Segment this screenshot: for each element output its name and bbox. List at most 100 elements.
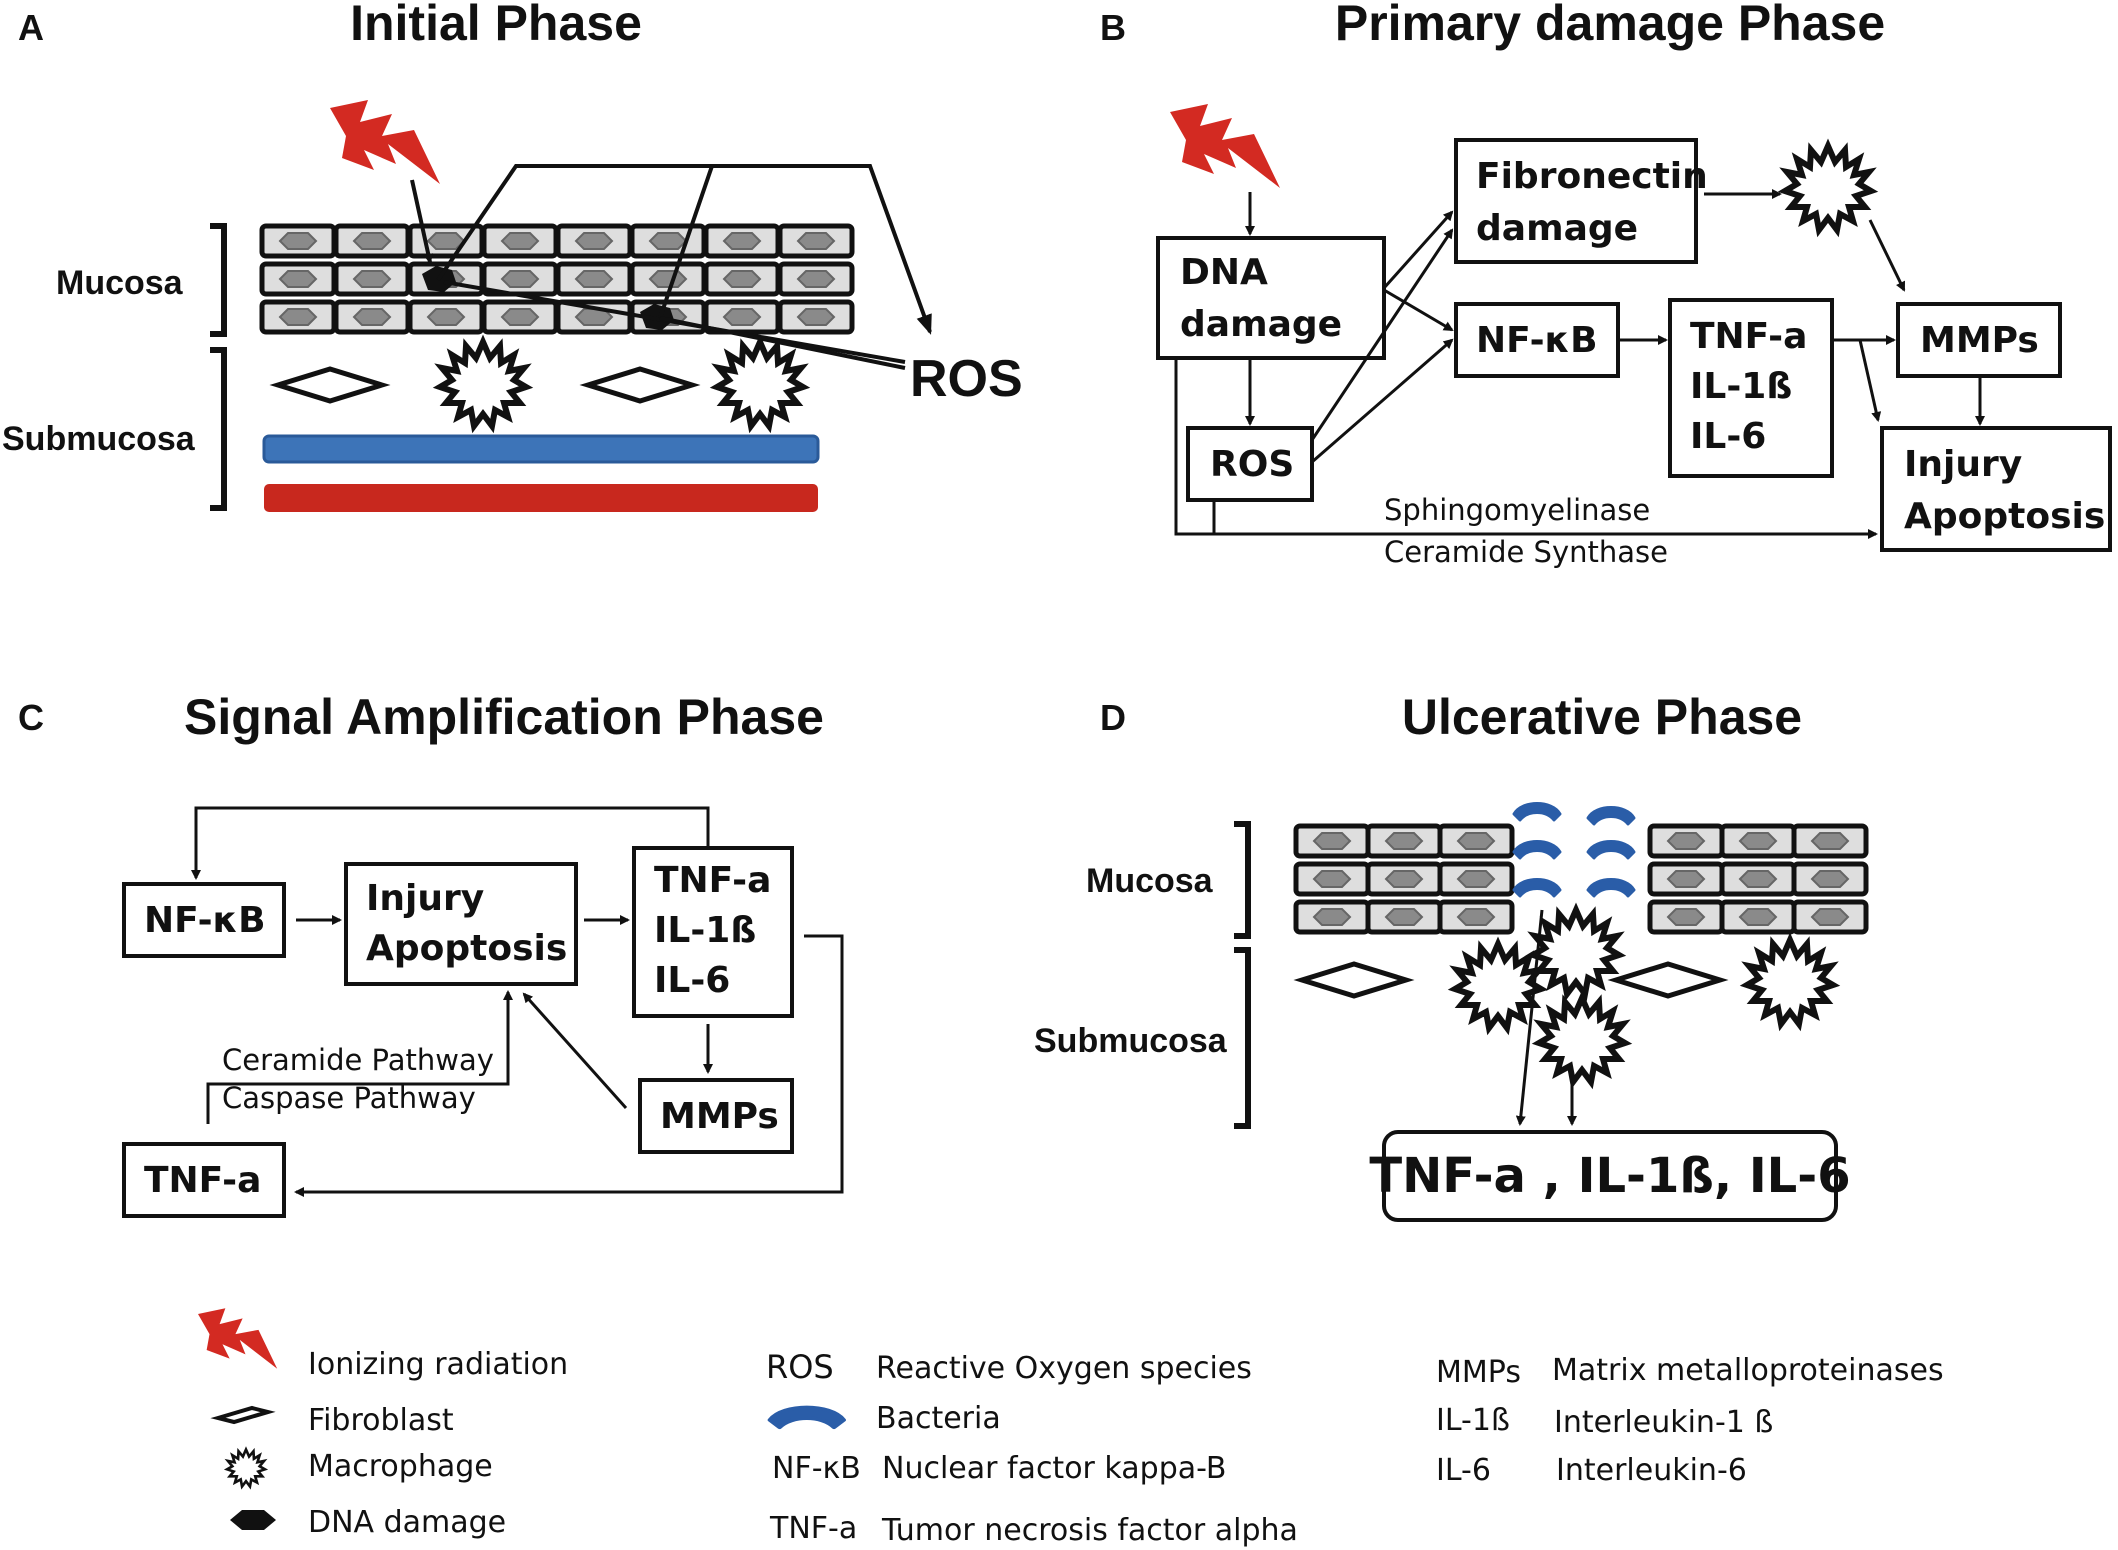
ros-arrow	[436, 164, 932, 335]
panel-d: D Ulcerative Phase Mucosa Submucosa	[1034, 689, 1866, 1222]
epithelial-cells	[262, 226, 852, 332]
ionizing-radiation-icon	[330, 100, 440, 184]
ceramide-synthase-label: Ceramide Synthase	[1384, 535, 1668, 569]
mucosa-bracket	[1234, 821, 1251, 939]
ros-line	[658, 165, 714, 319]
tnf-label: TNF-a	[1690, 316, 1807, 357]
macrophage-icon	[1747, 940, 1833, 1024]
macrophage-icon	[717, 342, 803, 426]
mucosa-bracket	[210, 223, 227, 337]
fibroblast-icon	[1616, 964, 1720, 996]
bacteria-icon	[770, 1407, 844, 1427]
blood-vessel-artery	[264, 484, 818, 512]
tnf2-label: TNF-a	[144, 1160, 261, 1201]
panel-b-title: Primary damage Phase	[1335, 0, 1885, 51]
legend-il6-value: Interleukin-6	[1556, 1453, 1747, 1488]
panel-a-letter: A	[18, 7, 44, 48]
arrow	[1858, 339, 1882, 422]
il6-label: IL-6	[654, 960, 730, 1001]
panel-a: A Initial Phase Mucosa Submucosa ROS	[2, 0, 1023, 512]
bacteria-icon	[1512, 802, 1636, 898]
submucosa-bracket	[1234, 947, 1251, 1129]
legend-il1-key: IL-1ß	[1436, 1403, 1510, 1438]
arrow	[1868, 219, 1906, 292]
legend-dna-damage: DNA damage	[308, 1505, 506, 1540]
mmps-box	[638, 1078, 794, 1154]
injury-apoptosis-box	[1880, 426, 2112, 552]
arrow	[1383, 288, 1454, 332]
sphingomyelinase-label: Sphingomyelinase	[1384, 493, 1650, 527]
tnf-box	[122, 1142, 286, 1218]
cytokines-box	[632, 846, 794, 1018]
mmps-box	[1896, 302, 2062, 378]
caspase-pathway-label: Caspase Pathway	[222, 1081, 476, 1115]
macrophage-icon	[1539, 998, 1625, 1082]
arrow	[1382, 210, 1454, 290]
legend-mmps-key: MMPs	[1436, 1355, 1521, 1390]
cytokines-box	[1382, 1130, 1838, 1222]
legend-il6-key: IL-6	[1436, 1453, 1491, 1488]
fibronectin-damage-box	[1454, 138, 1698, 264]
dna-damage-box	[1156, 236, 1386, 360]
tnf-label: TNF-a	[654, 860, 771, 901]
submucosa-label: Submucosa	[2, 420, 196, 458]
cytokines-label: TNF-a , IL-1ß, IL-6	[1369, 1148, 1850, 1204]
mmps-label: MMPs	[660, 1096, 779, 1137]
arrow	[1311, 338, 1454, 464]
legend-ros-key: ROS	[766, 1348, 834, 1386]
ionizing-radiation-icon	[1170, 104, 1280, 188]
legend-il1-value: Interleukin-1 ß	[1554, 1405, 1773, 1440]
il6-label: IL-6	[1690, 416, 1766, 457]
legend-ros-value: Reactive Oxygen species	[876, 1351, 1252, 1386]
legend-macrophage: Macrophage	[308, 1449, 493, 1484]
dna-damage-icon	[230, 1510, 276, 1530]
legend-ionizing: Ionizing radiation	[308, 1347, 568, 1382]
injury-label: Injury	[366, 878, 484, 919]
macrophage-icon	[1785, 146, 1871, 230]
ceramide-pathway-label: Ceramide Pathway	[222, 1043, 494, 1077]
nfkb-label: NF-κB	[144, 900, 266, 941]
ros-line	[659, 316, 906, 370]
dna-damage-label: damage	[1180, 304, 1342, 345]
cytokines-box	[1668, 298, 1834, 478]
legend: Ionizing radiation Fibroblast Macrophage…	[198, 1308, 1944, 1548]
nfkb-box	[1454, 302, 1620, 378]
panel-b-letter: B	[1100, 7, 1126, 48]
panel-b: B Primary damage Phase DNA damage Fibron…	[1100, 0, 2112, 569]
feedback-arrow	[191, 806, 710, 880]
macrophage-icon	[1533, 910, 1619, 994]
ionizing-radiation-icon	[198, 1308, 278, 1369]
fibronectin-label: damage	[1476, 208, 1638, 249]
il1-label: IL-1ß	[1690, 366, 1792, 407]
dna-damage-label: DNA	[1180, 252, 1268, 293]
tnf-feedback-arrow	[294, 934, 844, 1197]
mucosa-label: Mucosa	[56, 264, 184, 302]
legend-fibroblast: Fibroblast	[308, 1403, 454, 1438]
sphingomyelinase-arrow	[1174, 358, 1878, 539]
panel-c: C Signal Amplification Phase NF-κB Injur…	[18, 689, 844, 1218]
panel-c-letter: C	[18, 697, 44, 738]
legend-tnf-key: TNF-a	[769, 1511, 857, 1546]
il1-label: IL-1ß	[654, 910, 756, 951]
legend-tnf-value: Tumor necrosis factor alpha	[881, 1513, 1298, 1548]
arrow	[1310, 228, 1454, 441]
legend-nfkb-key: NF-κB	[772, 1451, 861, 1486]
panel-c-title: Signal Amplification Phase	[184, 689, 824, 745]
arrow	[1515, 909, 1544, 1126]
panel-d-title: Ulcerative Phase	[1402, 689, 1802, 745]
blood-vessel-vein	[262, 434, 820, 464]
fibroblast-icon	[1302, 964, 1406, 996]
legend-nfkb-value: Nuclear factor kappa-B	[882, 1451, 1226, 1486]
injury-label: Injury	[1904, 444, 2022, 485]
macrophage-icon	[440, 342, 526, 426]
ros-box	[1186, 426, 1314, 502]
macrophage-icon	[1455, 944, 1541, 1028]
legend-mmps-value: Matrix metalloproteinases	[1552, 1353, 1944, 1388]
panel-a-title: Initial Phase	[350, 0, 642, 51]
injury-apoptosis-box	[344, 862, 578, 986]
macrophage-icon	[225, 1448, 267, 1488]
ros-label: ROS	[910, 350, 1023, 408]
legend-bacteria: Bacteria	[876, 1401, 1001, 1436]
fibroblast-icon	[210, 1405, 276, 1425]
